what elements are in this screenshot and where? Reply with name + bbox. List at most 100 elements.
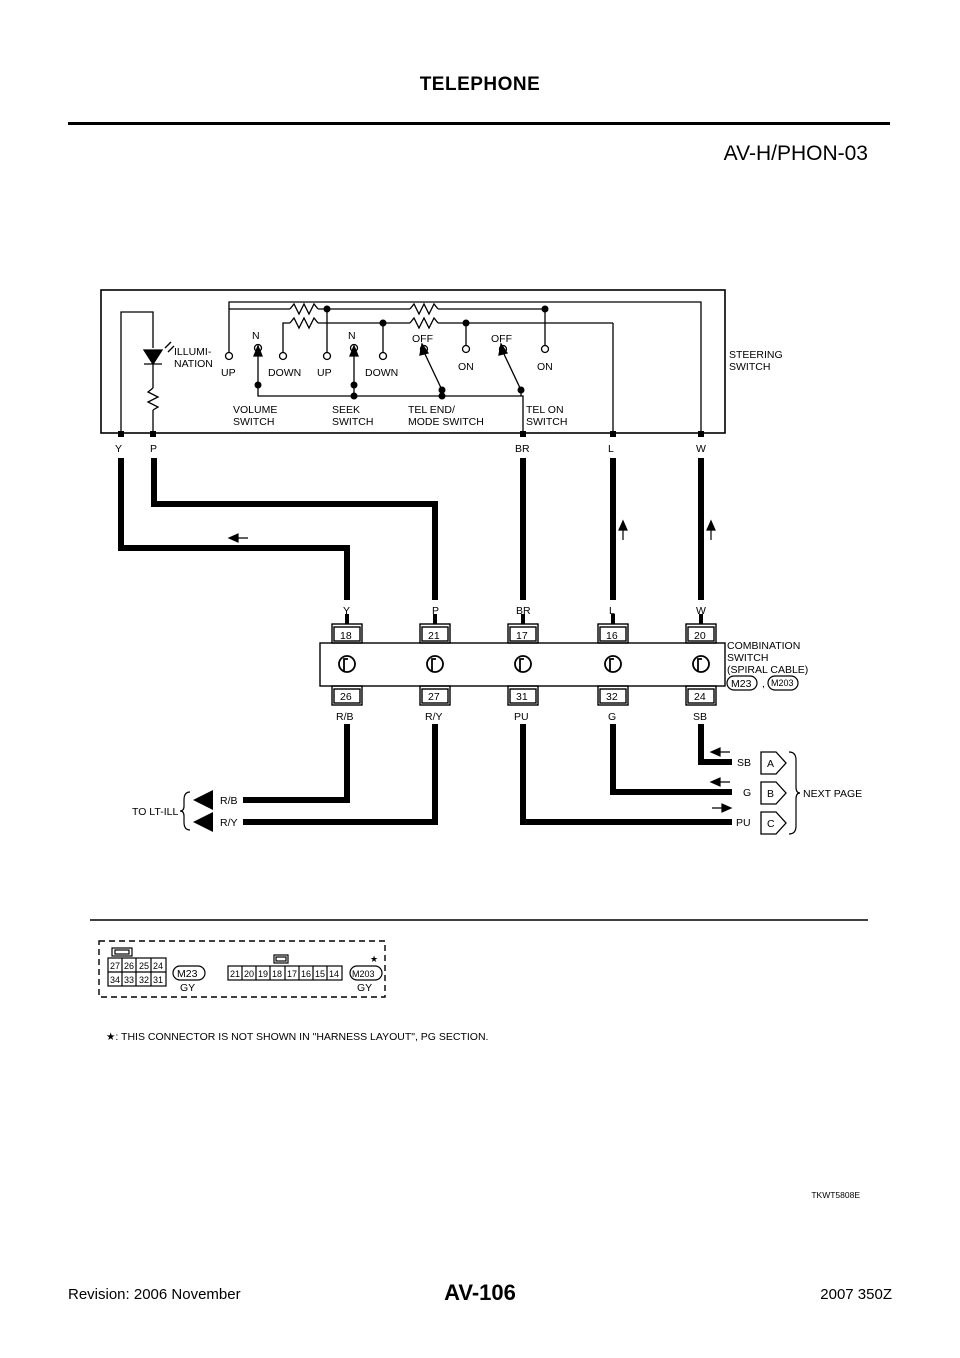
wire-y	[118, 458, 350, 600]
cs-bottom-pin-0: 26	[340, 691, 352, 703]
seek-down-label: DOWN	[365, 367, 398, 379]
m203-pin-16: 16	[301, 969, 311, 979]
diagram-id: AV-H/PHON-03	[723, 142, 868, 165]
cs-bottom-pin-3: 32	[606, 691, 618, 703]
title-rule	[68, 122, 890, 125]
combination-switch-body	[319, 614, 726, 706]
illumination-circuit	[120, 311, 175, 433]
m23-pin-24: 24	[153, 961, 163, 971]
m203-pin-19: 19	[258, 969, 268, 979]
next-letter-a: A	[767, 758, 774, 770]
m23-connector-face	[107, 947, 167, 987]
signal-arrows	[227, 519, 733, 813]
term-br: BR	[515, 443, 530, 455]
wire-ry	[243, 724, 438, 825]
resistor-icon	[409, 316, 439, 330]
connector-separator: ,	[762, 678, 765, 690]
left-arrow-icon	[193, 790, 213, 810]
term-w: W	[696, 443, 706, 455]
bottom-junction-dots	[254, 381, 525, 400]
bottom-pin-boxes	[331, 685, 717, 706]
wire-rb	[243, 724, 350, 803]
resistor-icon	[289, 302, 319, 316]
harness-wires	[118, 458, 732, 825]
left-arrow-icon	[193, 812, 213, 832]
telon-off-label: OFF	[491, 333, 512, 345]
cs-top-pin-1: 21	[428, 630, 440, 642]
steering-switch-label-1: STEERING	[729, 349, 783, 361]
next-page-label: NEXT PAGE	[803, 788, 862, 800]
combination-switch-label-1: COMBINATION	[727, 640, 800, 652]
telend-off-label: OFF	[412, 333, 433, 345]
seek-switch-label-1: SEEK	[332, 404, 360, 416]
next-letter-c: C	[767, 818, 775, 830]
m203-badge	[349, 965, 383, 981]
cs-top-color-4: W	[696, 605, 706, 617]
m203-pin-21: 21	[230, 969, 240, 979]
illumination-label-1: ILLUMI-	[174, 346, 212, 358]
connector-m203-label: M203	[771, 678, 794, 688]
telend-switch-label-1: TEL END/	[408, 404, 455, 416]
m23-pin-27: 27	[110, 961, 120, 971]
wire-g	[610, 724, 732, 795]
volume-switch-label-1: VOLUME	[233, 404, 277, 416]
m203-badge-label: M203	[352, 969, 375, 979]
next-page-brace	[788, 751, 801, 835]
cs-top-pin-2: 17	[516, 630, 528, 642]
connector-badge-m203	[767, 675, 799, 691]
connector-view-frame	[98, 940, 386, 998]
m23-color: GY	[180, 982, 195, 994]
resistor-icon	[409, 302, 439, 316]
combination-switch-label-2: SWITCH	[727, 652, 768, 664]
cs-top-color-3: L	[609, 605, 615, 617]
seek-up-label: UP	[317, 367, 332, 379]
m23-pin-32: 32	[139, 975, 149, 985]
steering-switch-box	[100, 289, 726, 434]
volume-switch-label-2: SWITCH	[233, 416, 274, 428]
telend-switch-label-2: MODE SWITCH	[408, 416, 484, 428]
term-p: P	[150, 443, 157, 455]
m203-pin-17: 17	[287, 969, 297, 979]
next-wire-pu: PU	[736, 817, 751, 829]
m23-badge	[172, 965, 206, 981]
telon-on-label: ON	[537, 361, 553, 373]
cs-top-color-2: BR	[516, 605, 531, 617]
cs-top-pin-0: 18	[340, 630, 352, 642]
combination-switch-label-3: (SPIRAL CABLE)	[727, 664, 808, 676]
cs-top-pin-4: 20	[694, 630, 706, 642]
m203-star-mark: ★	[370, 954, 378, 964]
figure-code: TKWT5808E	[811, 1190, 860, 1200]
cs-bottom-pin-4: 24	[694, 691, 706, 703]
next-wire-g: G	[743, 787, 751, 799]
m203-color: GY	[357, 982, 372, 994]
steering-terminals	[118, 431, 704, 437]
cs-top-pin-3: 16	[606, 630, 618, 642]
resistor-icon	[146, 387, 160, 411]
switch-contacts	[224, 342, 550, 433]
cs-bottom-color-0: R/B	[336, 711, 354, 723]
cs-bottom-pin-1: 27	[428, 691, 440, 703]
revision-date: Revision: 2006 November	[68, 1286, 241, 1303]
cs-top-color-0: Y	[343, 605, 350, 617]
m203-pin-14: 14	[329, 969, 339, 979]
wire-pu	[520, 724, 732, 825]
lt-wire-rb: R/B	[220, 795, 238, 807]
m203-connector-face	[227, 954, 343, 981]
to-lt-ill-label: TO LT-ILL	[132, 806, 178, 818]
connector-m23-label: M23	[731, 678, 752, 690]
connector-badge-m23	[726, 675, 758, 691]
cs-bottom-pin-2: 31	[516, 691, 528, 703]
m203-pin-20: 20	[244, 969, 254, 979]
spiral-cable-icons	[338, 655, 710, 673]
resistor-icon	[289, 316, 319, 330]
steering-switch-label-2: SWITCH	[729, 361, 770, 373]
m23-pin-33: 33	[124, 975, 134, 985]
m23-pin-25: 25	[139, 961, 149, 971]
telon-switch-label-2: SWITCH	[526, 416, 567, 428]
page-number: AV-106	[444, 1280, 516, 1305]
telon-switch-label-1: TEL ON	[526, 404, 564, 416]
term-y: Y	[115, 443, 122, 455]
lt-ill-brace	[179, 791, 191, 831]
wire-sb	[698, 724, 732, 765]
